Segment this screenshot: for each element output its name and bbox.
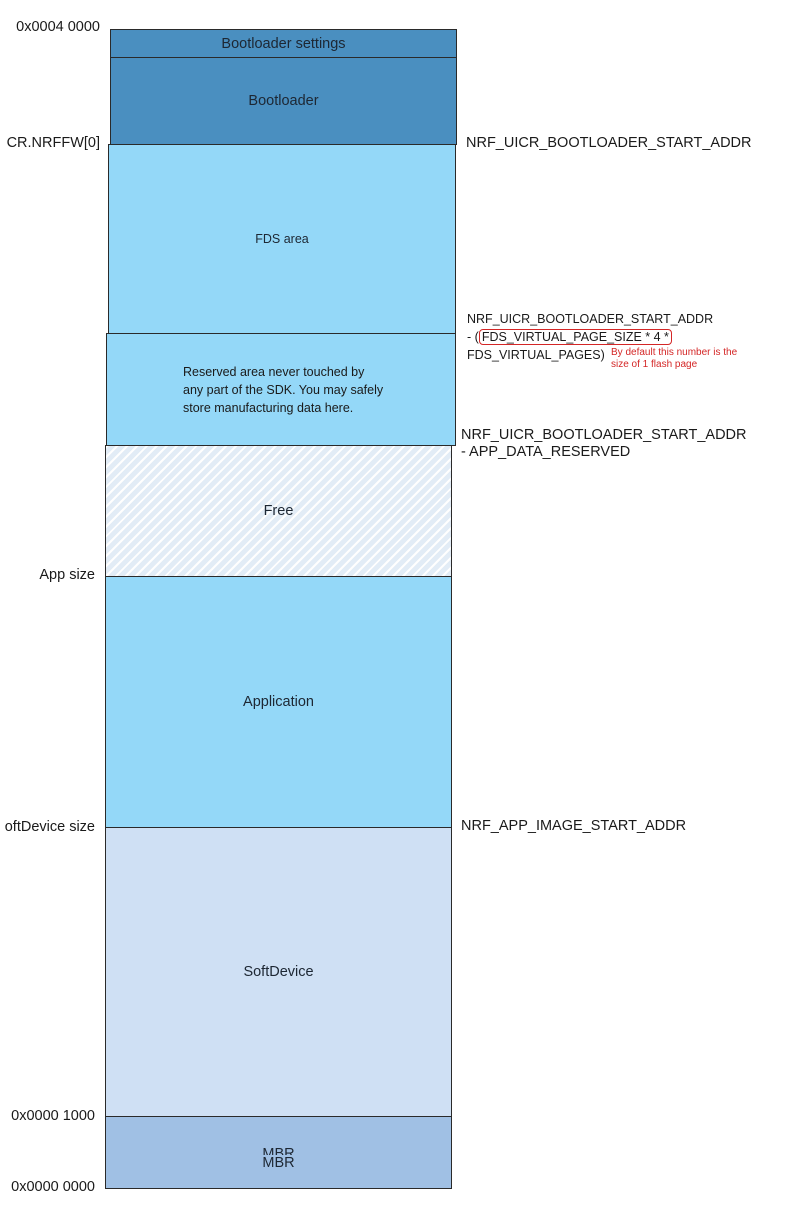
reserved-area-line-3: store manufacturing data here. (183, 400, 354, 415)
mbr-block: MBR MBR (105, 1116, 452, 1189)
reserved-area-block: Reserved area never touched by any part … (106, 333, 456, 446)
app-image-start-addr-label: NRF_APP_IMAGE_START_ADDR (461, 818, 687, 834)
bottom-address-label: 0x0000 0000 (11, 1179, 95, 1195)
fds-start-line-2: - (FDS_VIRTUAL_PAGE_SIZE * 4 * (467, 328, 713, 346)
mbr-address-label: 0x0000 1000 (11, 1108, 95, 1124)
fds-start-line-1: NRF_UICR_BOOTLOADER_START_ADDR (467, 312, 714, 326)
fds-start-line-3: FDS_VIRTUAL_PAGES) (467, 348, 605, 362)
mbr-ghost-label: MBR (262, 1148, 294, 1155)
fds-note-line-1: By default this number is the (611, 347, 738, 358)
application-block: Application (105, 576, 452, 828)
reserved-area-line-2: any part of the SDK. You may safely (183, 382, 384, 397)
fds-start-addr-label: NRF_UICR_BOOTLOADER_START_ADDR - (FDS_VI… (467, 310, 713, 364)
softdevice-size-label: oftDevice size (4, 819, 95, 835)
softdevice-label: SoftDevice (243, 964, 314, 980)
reserved-start-addr-label: NRF_UICR_BOOTLOADER_START_ADDR - APP_DAT… (461, 427, 747, 461)
bootloader-settings-block: Bootloader settings (110, 29, 457, 58)
fds-note: By default this number is the size of 1 … (611, 347, 737, 371)
bootloader-block: Bootloader (110, 57, 457, 145)
bootloader-start-addr-label: NRF_UICR_BOOTLOADER_START_ADDR (466, 135, 752, 151)
application-label: Application (243, 694, 314, 710)
fds-note-line-2: size of 1 flash page (611, 359, 698, 370)
fds-area-label: FDS area (255, 232, 309, 246)
reserved-start-line-2: - APP_DATA_RESERVED (461, 444, 631, 460)
fds-start-line-2-prefix: - ( (467, 330, 479, 344)
bootloader-settings-label: Bootloader settings (221, 35, 346, 52)
uicr-nrffw-label: CR.NRFFW[0] (6, 135, 100, 151)
fds-area-block: FDS area (108, 144, 456, 334)
softdevice-block: SoftDevice (105, 827, 452, 1117)
mbr-label: MBR (262, 1154, 295, 1171)
fds-start-line-2-highlight: FDS_VIRTUAL_PAGE_SIZE * 4 * (478, 329, 672, 345)
reserved-area-line-1: Reserved area never touched by (183, 364, 365, 379)
reserved-start-line-1: NRF_UICR_BOOTLOADER_START_ADDR (461, 427, 747, 443)
app-size-label: App size (39, 567, 95, 583)
free-label: Free (263, 503, 294, 519)
free-block: Free (105, 445, 452, 577)
top-address-label: 0x0004 0000 (16, 19, 100, 35)
bootloader-label: Bootloader (248, 93, 319, 109)
reserved-area-text: Reserved area never touched by any part … (183, 363, 383, 417)
